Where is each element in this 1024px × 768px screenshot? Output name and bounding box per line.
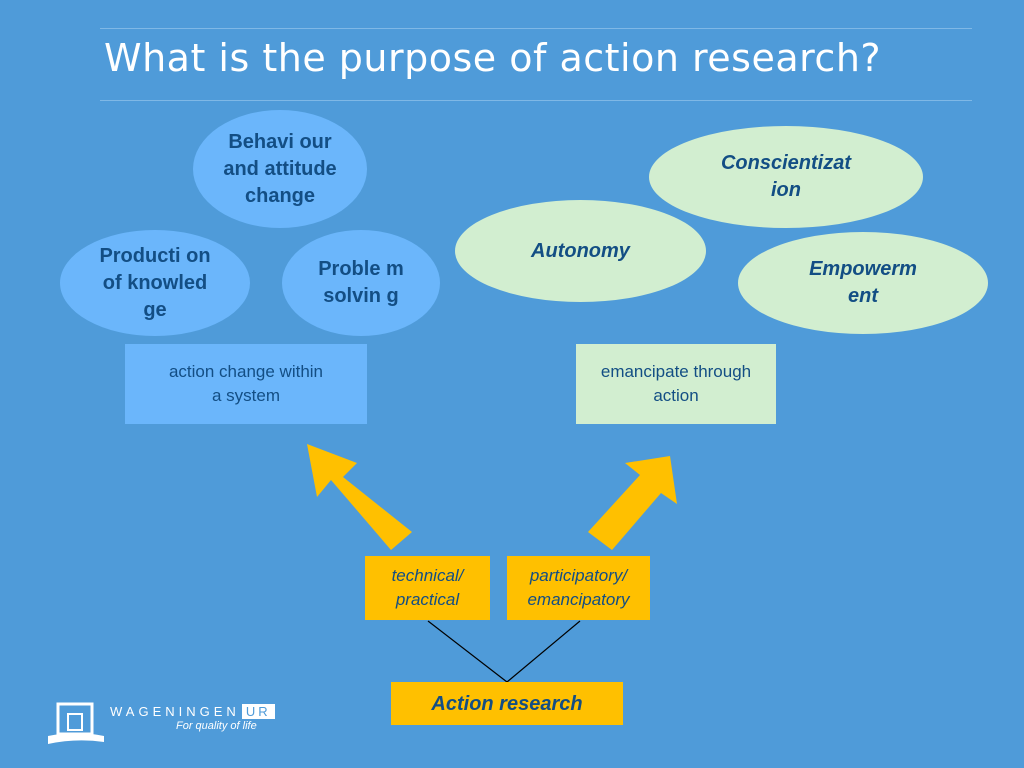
top-divider xyxy=(100,28,972,29)
action-research-box: Action research xyxy=(391,682,623,725)
arrow-right xyxy=(588,456,677,550)
technical-practical-box: technical/ practical xyxy=(365,556,490,620)
ellipse-conscientization: Conscientizat ion xyxy=(649,126,923,228)
emancipate-label: emancipate through action xyxy=(600,362,752,405)
ellipse-production-of-knowledge: Producti on of knowled ge xyxy=(60,230,250,336)
brand-name: WAGENINGEN xyxy=(110,704,240,719)
production-of-knowledge-label: Producti on of knowled ge xyxy=(99,244,211,321)
brand-tagline: For quality of life xyxy=(176,720,257,732)
behaviour-change-label: Behavi our and attitude change xyxy=(223,130,337,207)
ellipse-autonomy: Autonomy xyxy=(455,200,706,302)
technical-practical-label: technical/ practical xyxy=(391,566,464,609)
action-change-box: action change within a system xyxy=(125,344,367,424)
brand-suffix: UR xyxy=(241,704,275,719)
ellipse-behaviour-change: Behavi our and attitude change xyxy=(193,110,367,228)
wageningen-logo-icon xyxy=(48,702,104,744)
participatory-emancipatory-box: participatory/ emancipatory xyxy=(507,556,650,620)
ellipse-problem-solving: Proble m solvin g xyxy=(282,230,440,336)
participatory-emancipatory-label: participatory/ emancipatory xyxy=(527,566,630,609)
slide-title: What is the purpose of action research? xyxy=(104,36,882,80)
connector-line-right xyxy=(506,620,581,683)
connector-line-left xyxy=(427,620,508,683)
autonomy-label: Autonomy xyxy=(531,239,630,262)
title-divider xyxy=(100,100,972,101)
emancipate-box: emancipate through action xyxy=(576,344,776,424)
arrow-left xyxy=(307,444,412,550)
problem-solving-label: Proble m solvin g xyxy=(318,258,404,307)
conscientization-label: Conscientizat ion xyxy=(720,152,852,201)
action-change-label: action change within a system xyxy=(168,362,324,405)
empowerment-label: Empowerm ent xyxy=(809,258,917,307)
action-research-label: Action research xyxy=(431,692,583,715)
ellipse-empowerment: Empowerm ent xyxy=(738,232,988,334)
